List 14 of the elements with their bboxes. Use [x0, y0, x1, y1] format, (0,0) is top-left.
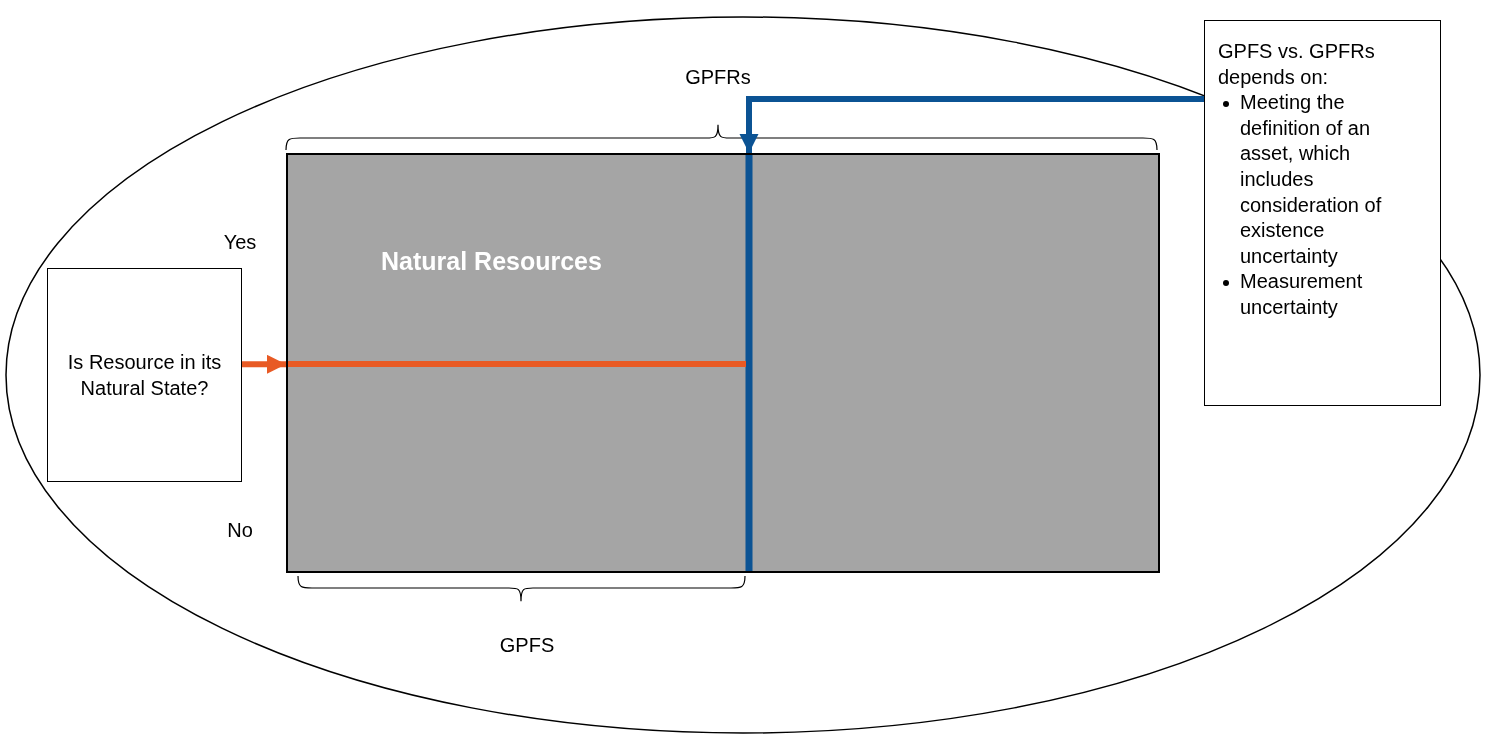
- resource-area: [286, 153, 1160, 573]
- annotation-label: Yes: [223, 230, 257, 254]
- note-heading: GPFS vs. GPFRs depends on:: [1218, 39, 1376, 90]
- question-box: [47, 268, 242, 482]
- arrow: [242, 354, 286, 374]
- annotation-label: GPFRs: [685, 65, 751, 89]
- note-box: [1204, 20, 1441, 406]
- annotation-label: No: [227, 518, 253, 542]
- area-title: Natural Resources: [381, 247, 602, 276]
- bullet-item: Meeting the definition of an asset, which includes consideration of existence uncertainty: [1240, 91, 1382, 267]
- question-text: Is Resource in its Natural State?: [66, 350, 223, 401]
- annotation-label: GPFS: [499, 633, 555, 657]
- bullet-item: Measurement uncertainty: [1240, 270, 1363, 318]
- arrow: [739, 96, 1204, 153]
